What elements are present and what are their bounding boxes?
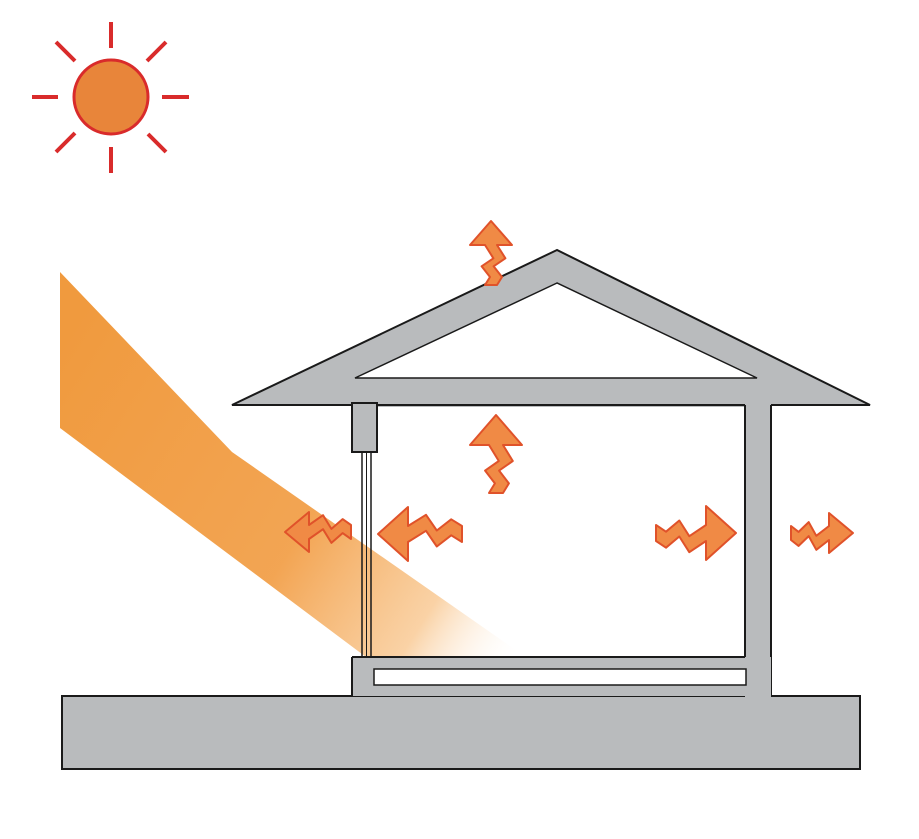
sun-icon <box>32 22 189 173</box>
right-wall <box>745 403 771 698</box>
ceiling-slab <box>355 380 771 407</box>
sun-disc <box>72 58 150 136</box>
heat-arrows <box>284 220 854 562</box>
attic-space <box>354 282 758 379</box>
floor-slab <box>351 656 771 696</box>
crawl-space <box>373 668 747 686</box>
heat-arrow-window-inside <box>377 506 463 562</box>
heat-arrow-wall-outside <box>790 512 854 554</box>
sun-rays <box>32 22 189 173</box>
heat-arrow-wall-inside <box>655 505 737 561</box>
heat-arrow-window-outside <box>284 511 352 553</box>
heat-arrow-roof <box>469 220 513 286</box>
window-header <box>351 402 378 453</box>
ground-slab <box>61 695 861 770</box>
heat-arrow-ceiling <box>469 414 523 494</box>
sunbeam <box>60 272 530 660</box>
